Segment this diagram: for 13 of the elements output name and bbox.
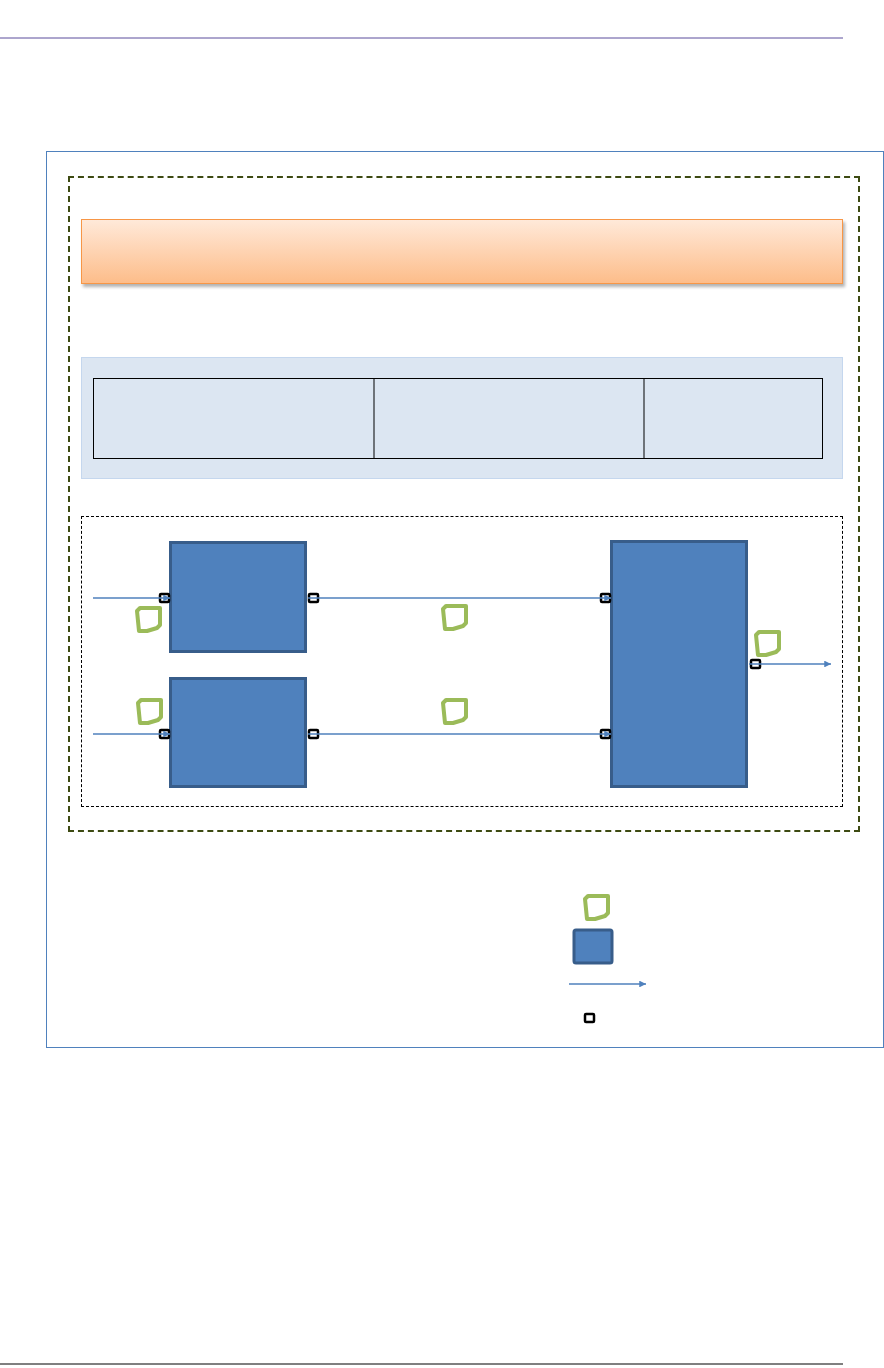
arrow [92,594,171,602]
header-bar [80,218,843,284]
block [610,540,748,788]
frame [46,151,884,1048]
dashed-boundary [67,175,860,832]
arrow [748,660,832,668]
panel [80,356,843,479]
dashed-boundary [80,515,843,807]
arrow [92,730,171,738]
block [169,677,307,788]
block [169,541,307,653]
arrow [307,594,612,602]
arrow [307,730,612,738]
